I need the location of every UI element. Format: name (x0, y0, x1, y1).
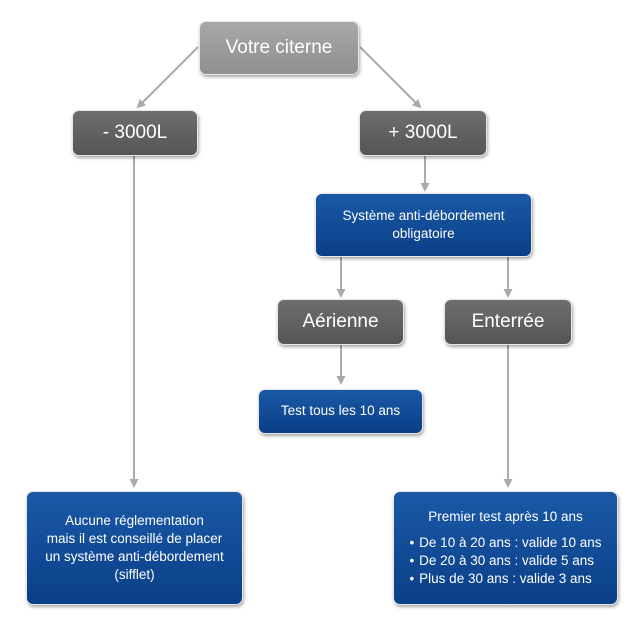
small-tank-label: - 3000L (102, 122, 168, 143)
list-item: De 20 à 30 ans : valide 5 ans (409, 552, 601, 570)
root-label: Votre citerne (225, 37, 333, 58)
test-aerienne-node: Test tous les 10 ans (258, 389, 423, 434)
small-note-line: un système anti-débordement (45, 549, 224, 564)
small-note-line: (sifflet) (114, 567, 155, 583)
aerienne-node: Aérienne (277, 299, 404, 345)
test-aerienne-label: Test tous les 10 ans (280, 403, 401, 419)
enterree-node: Enterrée (444, 299, 572, 345)
list-item: De 10 à 20 ans : valide 10 ans (409, 534, 601, 552)
large-tank-node: + 3000L (359, 110, 487, 156)
enterree-note-title: Premier test après 10 ans (428, 508, 583, 524)
small-tank-note: Aucune réglementation mais il est consei… (26, 491, 243, 605)
aerienne-label: Aérienne (302, 311, 379, 332)
anti-overflow-node: Système anti-débordement obligatoire (315, 193, 532, 257)
enterree-note-list: De 10 à 20 ans : valide 10 ans De 20 à 3… (409, 534, 601, 589)
small-note-line: Aucune réglementation (65, 512, 204, 528)
small-note-line: mais il est conseillé de placer (46, 530, 223, 546)
arrow-root-to-large (359, 46, 422, 109)
list-item: Plus de 30 ans : valide 3 ans (409, 570, 601, 588)
anti-overflow-line1: Système anti-débordement (342, 207, 505, 223)
small-tank-node: - 3000L (72, 110, 198, 156)
arrow-root-to-small (136, 46, 199, 109)
root-node: Votre citerne (199, 21, 359, 75)
anti-overflow-line2: obligatoire (392, 226, 455, 241)
enterree-label: Enterrée (471, 311, 545, 332)
large-tank-label: + 3000L (388, 122, 458, 143)
enterree-note: Premier test après 10 ans De 10 à 20 ans… (393, 491, 618, 605)
